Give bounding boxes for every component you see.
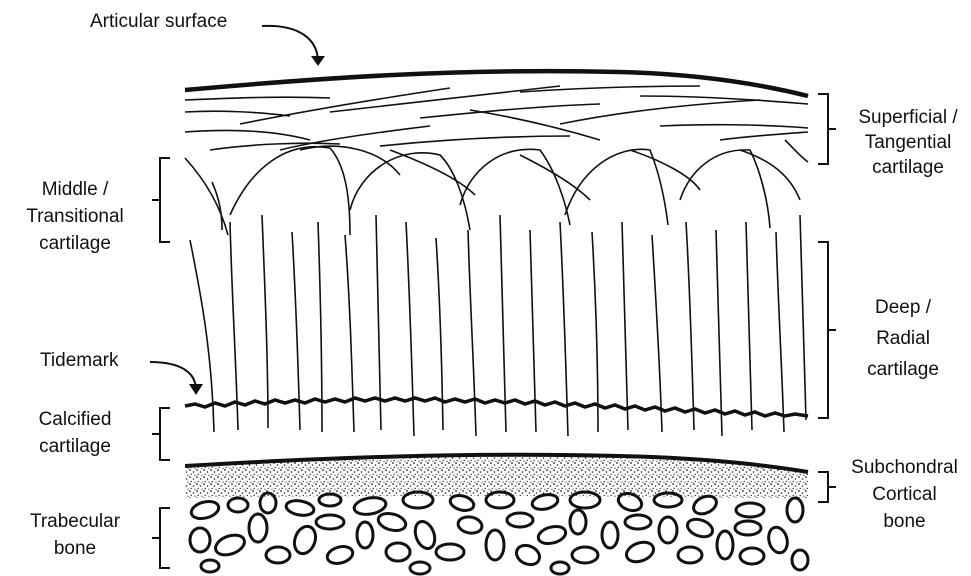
label-calcified-line2: cartilage: [0, 435, 150, 459]
tidemark-line: [185, 398, 808, 416]
label-superficial-line1: Superficial /: [838, 106, 971, 130]
label-middle-line2: Transitional: [0, 205, 150, 229]
label-deep-line1: Deep /: [838, 296, 968, 320]
label-middle-line3: cartilage: [0, 232, 150, 256]
label-subchondral-line1: Subchondral: [838, 456, 971, 480]
label-trabecular-line1: Trabecular: [0, 510, 150, 534]
brace-middle: [152, 158, 170, 242]
transitional-fibres: [185, 140, 808, 235]
label-trabecular-line2: bone: [0, 537, 150, 561]
brace-deep: [818, 242, 836, 418]
brace-subchondral: [818, 472, 836, 502]
label-deep-line2: Radial: [838, 327, 968, 351]
tidemark-arrow: [150, 362, 196, 390]
label-subchondral-line3: bone: [838, 510, 971, 534]
label-superficial-line2: Tangential: [838, 131, 971, 155]
label-tidemark: Tidemark: [40, 349, 118, 373]
label-calcified-line1: Calcified: [0, 408, 150, 432]
label-middle-line1: Middle /: [0, 178, 150, 202]
tidemark-arrowhead: [189, 384, 203, 395]
articular-surface-arrow: [262, 26, 318, 62]
label-superficial-line3: cartilage: [838, 156, 971, 180]
brace-trabecular: [152, 508, 170, 568]
label-articular-surface: Articular surface: [90, 10, 227, 34]
label-subchondral-line2: Cortical: [838, 483, 971, 507]
label-deep-line3: cartilage: [838, 358, 968, 382]
superficial-fibres: [185, 86, 808, 150]
brace-calcified: [152, 408, 170, 460]
articular-surface-line: [185, 71, 808, 96]
brace-superficial: [818, 94, 836, 164]
articular-surface-arrowhead: [311, 56, 325, 66]
trabecular-bone-cells: [189, 490, 808, 574]
